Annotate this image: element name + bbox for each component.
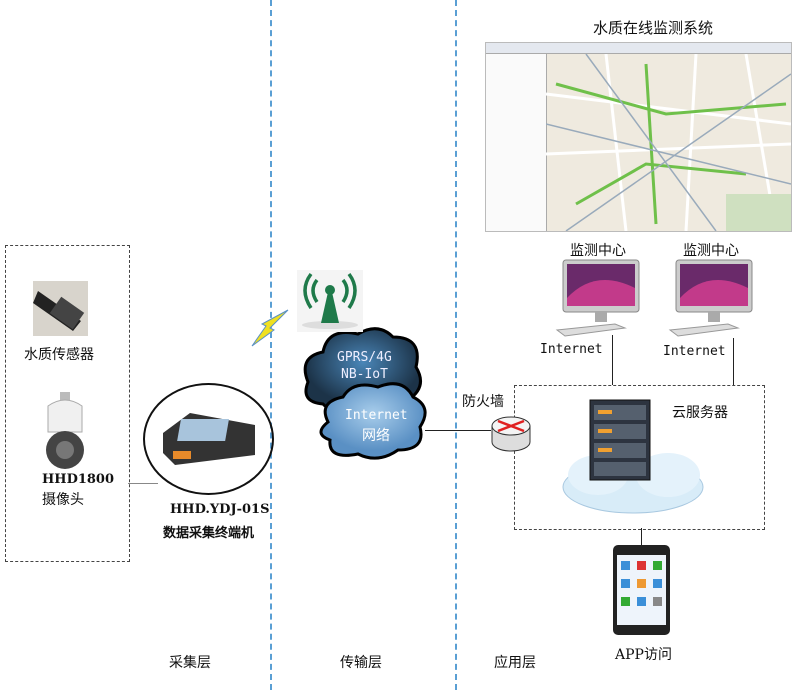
field-devices-box bbox=[5, 245, 130, 562]
app-label: APP访问 bbox=[615, 647, 672, 663]
camera-model: HHD1800 bbox=[42, 472, 115, 487]
map-screenshot bbox=[485, 42, 792, 232]
monitor-icon bbox=[668, 259, 753, 337]
connector bbox=[128, 483, 158, 484]
cloud-server-icon bbox=[562, 399, 704, 514]
cloud-server-label: 云服务器 bbox=[672, 405, 728, 421]
cloud-server-box bbox=[514, 385, 765, 530]
internet-link-label: Internet bbox=[663, 344, 726, 359]
network-label: GPRS/4G bbox=[337, 350, 392, 365]
water-sensor-icon bbox=[33, 281, 88, 336]
monitor-icon bbox=[555, 259, 640, 337]
network-label: 网络 bbox=[362, 428, 390, 444]
connector bbox=[612, 335, 613, 385]
system-title: 水质在线监测系统 bbox=[593, 19, 714, 37]
lightning-icon bbox=[251, 309, 289, 347]
firewall-router-icon bbox=[491, 416, 531, 452]
layer-label-collect: 采集层 bbox=[169, 655, 211, 671]
connector bbox=[733, 338, 734, 385]
signal-tower-icon bbox=[297, 270, 363, 332]
connector bbox=[641, 528, 642, 546]
layer-divider bbox=[455, 0, 457, 690]
terminal-label: 数据采集终端机 bbox=[163, 526, 255, 541]
layer-label-transport: 传输层 bbox=[340, 655, 382, 671]
network-label: Internet bbox=[345, 408, 408, 423]
internet-link-label: Internet bbox=[540, 342, 603, 357]
layer-divider bbox=[270, 0, 272, 690]
terminal-device-icon bbox=[143, 383, 274, 495]
monitor-label: 监测中心 bbox=[683, 243, 739, 259]
phone-app-icon bbox=[613, 545, 670, 635]
camera-label: 摄像头 bbox=[42, 492, 84, 508]
terminal-model: HHD.YDJ-01S bbox=[170, 502, 270, 517]
monitor-label: 监测中心 bbox=[570, 243, 626, 259]
firewall-label: 防火墙 bbox=[462, 394, 504, 410]
network-label: NB-IoT bbox=[341, 367, 388, 382]
network-cloud-icon bbox=[303, 327, 427, 460]
connector bbox=[425, 430, 491, 431]
camera-icon bbox=[46, 392, 84, 469]
sensor-label: 水质传感器 bbox=[24, 347, 94, 363]
layer-label-application: 应用层 bbox=[494, 655, 536, 671]
